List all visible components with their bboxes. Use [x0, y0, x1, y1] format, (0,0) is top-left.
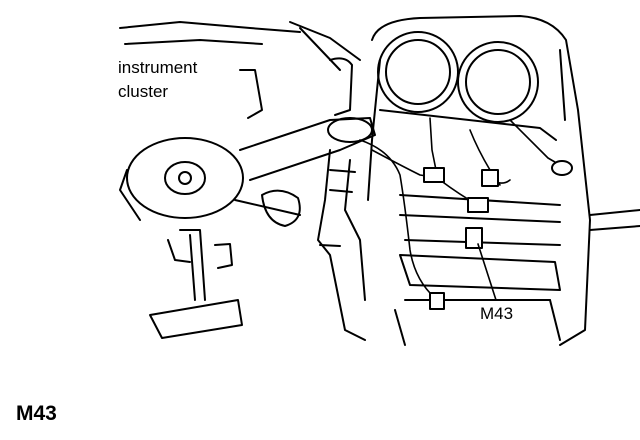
instrument-cluster-label-line1: instrument	[118, 58, 198, 77]
connector-e	[551, 160, 573, 176]
dashboard-top-outline	[119, 21, 361, 119]
connector-c	[467, 197, 489, 213]
right-side-trim	[589, 209, 640, 231]
connector-d	[429, 292, 445, 310]
brake-pedal	[149, 229, 243, 339]
right-gauge-inner	[465, 49, 531, 115]
instrument-cluster-housing	[367, 15, 591, 346]
left-gauge-inner	[385, 39, 451, 105]
steering-column	[119, 57, 376, 227]
column-bracket	[317, 149, 366, 341]
connector-m43-label: M43	[480, 304, 514, 323]
figure-title: M43	[16, 402, 57, 425]
left-gauge	[377, 31, 459, 113]
connector-m43	[465, 227, 483, 249]
connectors	[423, 160, 573, 310]
wiring-harness	[359, 117, 561, 299]
right-gauge	[457, 41, 539, 123]
instrument-cluster-label: instrument cluster	[118, 56, 197, 104]
connector-a	[423, 167, 445, 183]
m43-leader-line	[477, 243, 497, 301]
connector-b	[481, 169, 499, 187]
instrument-cluster-label-line2: cluster	[118, 82, 169, 101]
